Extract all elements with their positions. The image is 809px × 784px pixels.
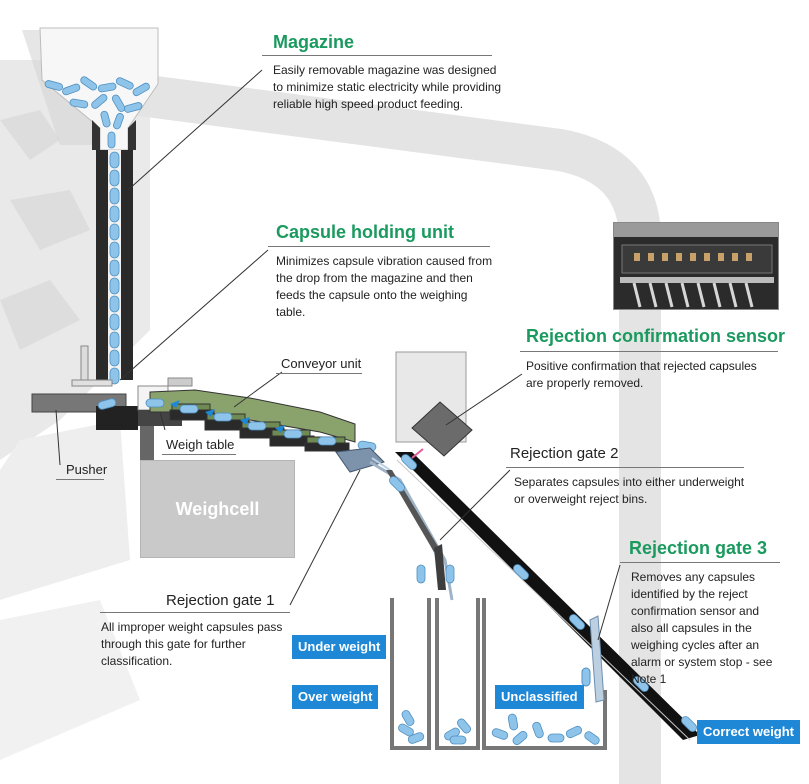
rejection-confirmation-sensor-description: Positive confirmation that rejected caps… — [526, 359, 757, 390]
reject-bins — [390, 598, 607, 750]
rejection-gate-1-chute — [335, 447, 454, 601]
tube-capsules — [109, 151, 120, 385]
pusher-rule — [56, 479, 104, 480]
rejection-confirmation-sensor-title: Rejection confirmation sensor — [526, 326, 786, 346]
rejection-gate-1-label: Rejection gate 1 — [166, 592, 275, 609]
capsule-holding-unit-rule — [268, 246, 490, 247]
rejection-gate-3-rule — [620, 562, 780, 563]
rejection-gate-3-title: Rejection gate 3 — [629, 538, 768, 558]
conveyor-capsules — [97, 398, 377, 452]
capsule-holding-unit-title: Capsule holding unit — [276, 222, 454, 242]
capsule-holding-unit-description: Minimizes capsule vibration caused from … — [276, 254, 493, 319]
slide-capsules — [389, 454, 697, 732]
pusher-label: Pusher — [66, 462, 108, 477]
correct-weight-tag: Correct weight — [697, 720, 801, 744]
under-weight-tag: Under weight — [292, 635, 387, 659]
slide-highlight — [396, 459, 691, 741]
funnel-capsules — [44, 76, 150, 149]
weigh-table-rule — [162, 454, 236, 455]
conveyor-unit-rule — [276, 373, 362, 374]
flow-arrows — [170, 400, 285, 433]
magazine-description: Easily removable magazine was designed t… — [273, 63, 502, 111]
weighcell-block: Weighcell — [140, 460, 295, 558]
capsule-holding-bracket — [71, 345, 113, 387]
leader-lines — [55, 69, 621, 641]
sensor-assembly — [395, 351, 473, 459]
rejection-gate-3-description: Removes any capsules identified by the r… — [631, 570, 773, 686]
unclassified-tag: Unclassified — [495, 685, 584, 709]
weigh-table-label: Weigh table — [166, 437, 235, 452]
bin-capsules — [398, 710, 600, 745]
rejection-gate-2-rule — [506, 467, 744, 468]
conveyor-unit-label: Conveyor unit — [281, 356, 362, 371]
rejection-gate-1-description: All improper weight capsules pass throug… — [101, 620, 283, 668]
rejection-gate-3 — [581, 615, 605, 703]
rejection-gate-1-rule — [100, 612, 290, 613]
magazine-rule — [262, 55, 492, 56]
rejection-gate-2-description: Separates capsules into either underweig… — [514, 475, 745, 506]
main-slide — [395, 452, 700, 740]
rejection-gate-2-label: Rejection gate 2 — [510, 445, 619, 462]
gate-photo — [613, 222, 779, 310]
rejection-confirmation-sensor-rule — [520, 351, 778, 352]
weighcell-label: Weighcell — [175, 498, 260, 519]
over-weight-tag: Over weight — [292, 685, 379, 709]
magazine-title: Magazine — [273, 32, 355, 52]
gate-photo-graphic — [614, 223, 778, 308]
